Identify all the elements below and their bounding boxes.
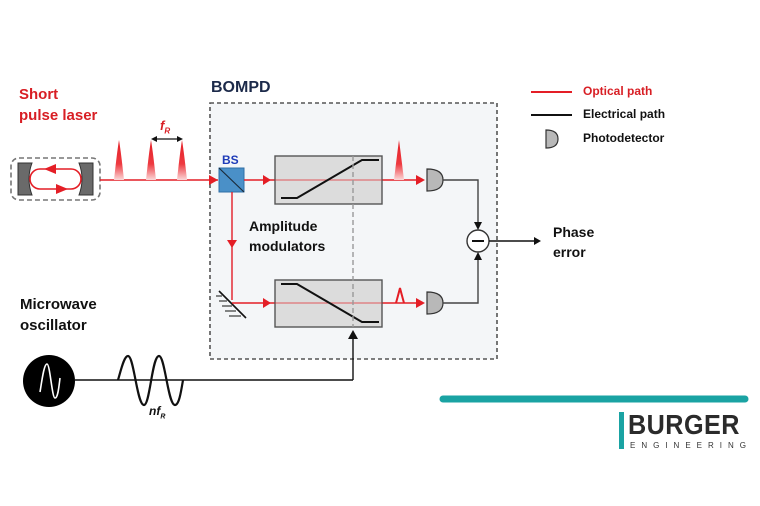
modulators-label-line2: modulators: [249, 238, 326, 254]
logo-name: BURGER: [628, 409, 740, 440]
beam-splitter: [218, 167, 245, 193]
pulse: [146, 140, 156, 180]
logo-sub: ENGINEERING: [630, 441, 753, 450]
microwave-signal: [116, 354, 185, 407]
rep-rate-label: fR: [160, 118, 171, 136]
beam-splitter-label: BS: [222, 153, 239, 167]
laser-cavity: [10, 157, 101, 201]
oscillator-label-line2: oscillator: [20, 317, 87, 334]
laser-label-line1: Short: [19, 86, 59, 103]
legend-photodetector-label: Photodetector: [583, 131, 665, 145]
photodetector-icon: [545, 129, 559, 149]
page-title: BOMPD: [211, 79, 271, 96]
rep-rate-arrow: [151, 136, 183, 142]
photodetector-upper: [426, 168, 444, 192]
pulse: [114, 140, 124, 180]
mirror: [216, 290, 247, 319]
oscillator-label-line1: Microwave: [20, 296, 97, 313]
legend-electrical-label: Electrical path: [583, 107, 666, 121]
cavity-arrow-left-icon: [44, 164, 56, 174]
output-label-line2: error: [553, 244, 586, 260]
microwave-frequency-label: nfR: [149, 404, 166, 421]
logo-mark: [619, 412, 624, 449]
legend-optical-label: Optical path: [583, 84, 653, 98]
pulse: [394, 140, 404, 180]
modulators-label-line1: Amplitude: [249, 218, 318, 234]
pulse: [395, 287, 405, 304]
laser-label-line2: pulse laser: [19, 107, 98, 124]
cavity-arrow-right-icon: [56, 184, 68, 194]
output-label-line1: Phase: [553, 224, 595, 240]
photodetector-lower: [426, 291, 444, 315]
pulse: [177, 140, 187, 180]
microwave-oscillator-icon: [23, 355, 75, 407]
